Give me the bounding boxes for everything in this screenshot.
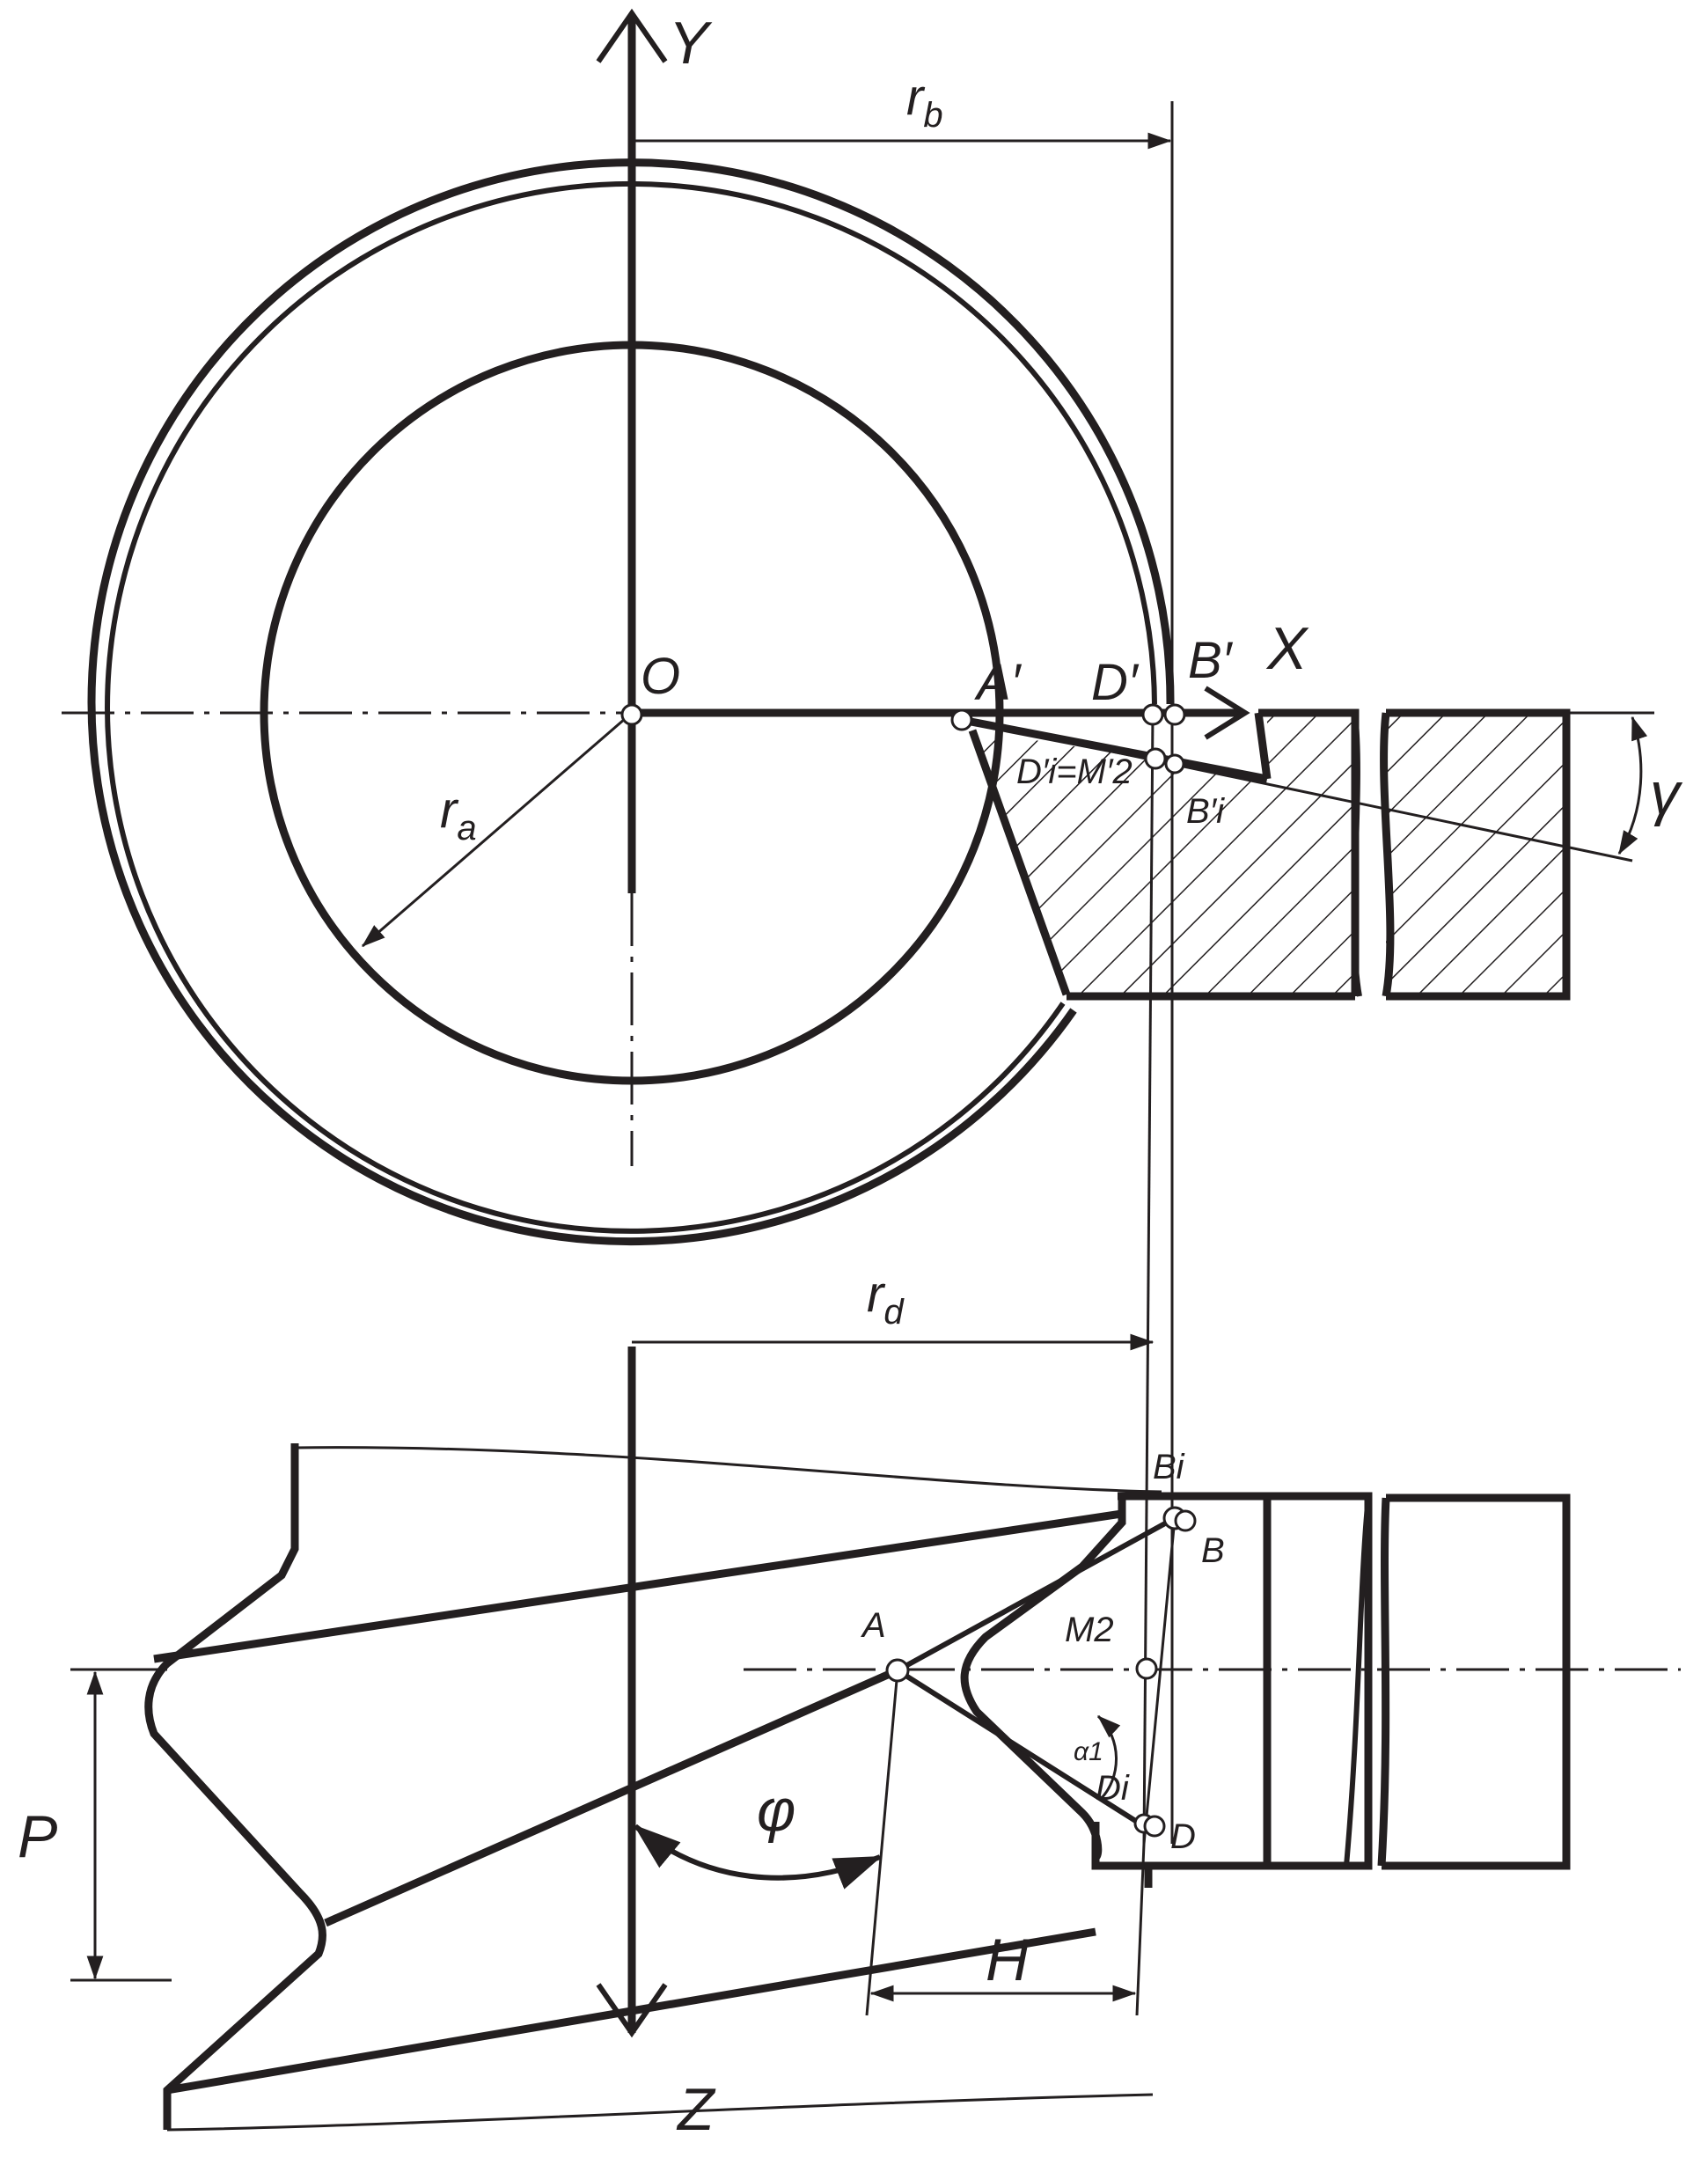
label-B: B (1201, 1531, 1225, 1570)
worm-profile-outline (144, 1443, 326, 2130)
label-Di-prime-eq-M2-prime: D′i=M′2 (1016, 752, 1133, 791)
label-Bi-prime: B′i (1186, 792, 1225, 831)
point-A (885, 1658, 910, 1683)
label-Bi: Bi (1153, 1448, 1185, 1486)
tool-section-hatch-2 (1386, 713, 1566, 996)
label-phi: φ (757, 1777, 795, 1844)
tool-break-line (1352, 712, 1362, 997)
label-Z: Z (676, 2076, 716, 2143)
point-D (1143, 1815, 1166, 1838)
label-O: O (641, 648, 680, 705)
x-axis-arrowhead (1204, 686, 1250, 740)
outer-circle-inner-line (105, 180, 1157, 1234)
label-P: P (18, 1803, 57, 1870)
label-B-prime: B′ (1188, 632, 1234, 689)
point-Bi (1174, 1509, 1197, 1532)
tool-body-outline-2 (1380, 708, 1571, 1001)
worm-top-edge (294, 1446, 1162, 1493)
gamma-arc (1617, 716, 1648, 855)
label-gamma: γ (1650, 760, 1683, 827)
y-axis-arrowhead (596, 8, 668, 63)
point-M2 (1135, 1657, 1158, 1680)
radius-ra-line (361, 711, 633, 948)
point-Bi-prime (1164, 753, 1185, 774)
label-M2: M2 (1065, 1611, 1114, 1649)
label-X: X (1265, 615, 1309, 682)
cutter-break (1344, 1495, 1371, 1867)
helix-line-2 (324, 1666, 899, 1927)
outer-circle (87, 158, 1175, 1246)
label-Y: Y (669, 10, 713, 77)
label-Di: Di (1096, 1769, 1130, 1808)
phi-arc (633, 1824, 883, 1890)
label-alpha1: α1 (1074, 1737, 1103, 1766)
helix-line-1 (153, 1509, 1123, 1663)
labels: Y X Z O rb ra rd A′ D′ B′ D′i=M′2 B′i γ … (18, 10, 1683, 2143)
point-D-prime (1141, 703, 1164, 726)
label-rb: rb (906, 69, 943, 135)
top-view (62, 8, 1654, 1845)
point-Di-prime (1144, 747, 1167, 770)
cutter-outline (1091, 1492, 1373, 1888)
label-ra: ra (440, 782, 477, 848)
label-A: A (861, 1606, 886, 1645)
label-H: H (986, 1926, 1030, 1993)
cutter-right-block (1377, 1493, 1571, 1870)
alpha1-arc (1096, 1714, 1121, 1802)
label-D-prime: D′ (1091, 654, 1140, 711)
label-A-prime: A′ (974, 654, 1023, 711)
helix-line-3 (166, 1927, 1096, 2095)
point-O (620, 703, 643, 726)
label-rd: rd (867, 1266, 905, 1332)
z-axis-arrowhead (596, 1983, 668, 2038)
point-B-prime (1163, 703, 1186, 726)
worm-bottom-edge (166, 2093, 1154, 2132)
label-D: D (1170, 1817, 1196, 1856)
H-ext-right (1135, 1843, 1146, 2016)
bottom-view (70, 1333, 1681, 2132)
point-A-prime (950, 708, 973, 731)
flank-line-B (1142, 1517, 1177, 1845)
tooth-flank-lines (896, 1516, 1177, 1829)
tool-section-hatch-1 (972, 713, 1355, 996)
